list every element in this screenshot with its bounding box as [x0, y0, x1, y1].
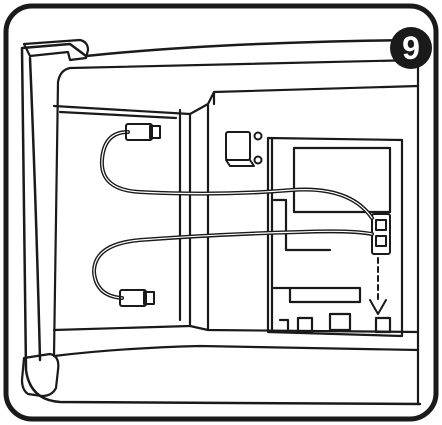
bottom-left-foot — [20, 352, 60, 398]
upper-usb-cable-inner — [101, 131, 373, 219]
upper-usb-cable — [99, 130, 374, 220]
screw-top — [253, 131, 263, 141]
upper-cable-plug — [125, 123, 161, 141]
compartment-tray — [52, 104, 192, 332]
mounting-bracket — [225, 131, 263, 167]
outer-frame — [3, 3, 439, 422]
screw-bottom — [253, 155, 263, 165]
top-left-clip — [22, 38, 90, 62]
step-number-badge: 9 — [390, 27, 432, 69]
device-housing — [20, 38, 422, 406]
inner-floor — [52, 58, 420, 358]
lower-cable-plug — [119, 289, 155, 307]
port-jack — [371, 213, 391, 255]
insertion-arrow — [369, 257, 387, 315]
raised-block — [188, 84, 420, 334]
lower-usb-cable-inner — [93, 230, 373, 299]
